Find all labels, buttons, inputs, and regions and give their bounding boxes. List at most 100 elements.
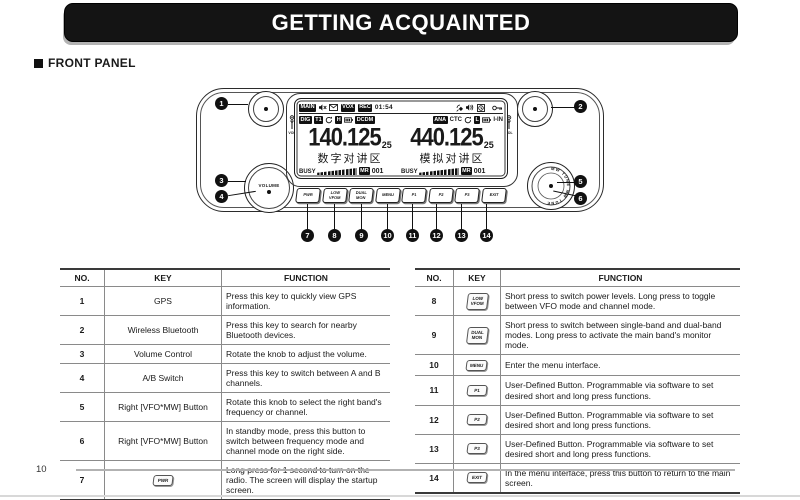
page-number: 10	[36, 464, 47, 475]
callout-line	[436, 204, 438, 230]
table-row: 1 GPS Press this key to quickly view GPS…	[60, 286, 390, 317]
callout-line	[228, 104, 248, 106]
callout-5: 5	[574, 175, 587, 188]
table-row: 7 PWR Long press for 1 second to turn on…	[60, 460, 390, 500]
bluetooth-button	[517, 91, 553, 127]
left-band-indicators: DIG T1 H DCDM	[299, 116, 375, 125]
right-key-table: NO. KEY FUNCTION 8 LOW VFOM Short press …	[415, 268, 740, 494]
table-row: 4 A/B Switch Press this key to switch be…	[60, 363, 390, 394]
right-band-indicators: ANA CTC L I-IN	[432, 116, 503, 125]
high-power-indicator: H	[335, 116, 343, 125]
page-bottom-rule	[0, 495, 800, 497]
table-row: 9 DUAL MON Short press to switch between…	[415, 315, 740, 356]
cell-no: 3	[60, 344, 105, 365]
section-title: FRONT PANEL	[48, 56, 136, 70]
cell-function: Enter the menu interface.	[500, 354, 740, 377]
speaker-icon	[466, 104, 474, 111]
cell-function: User-Defined Button. Programmable via so…	[500, 375, 740, 406]
mail-icon	[329, 104, 339, 112]
cell-no: 7	[79, 475, 85, 486]
callout-line	[387, 204, 389, 230]
iin-indicator: I-IN	[493, 117, 503, 124]
callout-1: 1	[215, 97, 228, 110]
cell-no: 2	[60, 315, 105, 346]
lcd-frequency-row: 140.125 25 440.125 25	[299, 125, 503, 150]
timeslot-indicator: T1	[313, 116, 324, 125]
left-zone-name: 数字对讲区	[317, 151, 383, 165]
cell-function: Press this key to switch between A and B…	[221, 363, 390, 394]
cell-no: 1	[60, 286, 105, 317]
callout-10: 10	[381, 229, 394, 242]
table-header-row: NO. KEY FUNCTION	[415, 269, 740, 288]
ctc-indicator: CTC	[449, 117, 462, 124]
callout-6: 6	[574, 192, 587, 205]
section-header: FRONT PANEL	[34, 56, 136, 70]
header-no: NO.	[415, 269, 454, 288]
callout-line	[307, 204, 309, 230]
cell-no: 4	[60, 363, 105, 394]
p1-key: P1	[401, 188, 428, 203]
cell-key: P3	[453, 434, 501, 464]
cell-key: P1	[453, 375, 501, 406]
callout-line	[486, 204, 488, 230]
cell-no: 13	[415, 434, 454, 464]
menu-key: MENU	[374, 188, 401, 203]
cell-no: 10	[415, 354, 454, 377]
main-indicator: MAIN	[299, 103, 317, 112]
lcd-busy-row: BUSY MR 001 BUSY MR 001	[299, 165, 503, 175]
cell-function: Short press to switch between single-ban…	[500, 315, 740, 356]
vox-indicator: VOX	[340, 103, 356, 112]
p2-key: P2	[427, 188, 454, 203]
cell-no: 9	[415, 315, 454, 356]
table-row: 5 Right [VFO*MW] Button Rotate this knob…	[60, 392, 390, 423]
cell-function: Press this key to quickly view GPS infor…	[221, 286, 390, 317]
lcd-bezel	[286, 93, 518, 187]
table-row: 6 Right [VFO*MW] Button In standby mode,…	[60, 421, 390, 462]
left-band-step: 25	[381, 139, 392, 150]
cell-key: A/B Switch	[104, 363, 222, 394]
cell-no: 14	[429, 472, 439, 483]
cell-no: 11	[415, 375, 454, 406]
antenna-icon	[289, 115, 295, 129]
cell-no: 12	[415, 405, 454, 435]
left-signal-meter	[317, 168, 358, 175]
cell-no: 6	[60, 421, 105, 462]
table-row: 8 LOW VFOM Short press to switch power l…	[415, 286, 740, 317]
cell-function: Short press to switch power levels. Long…	[500, 286, 740, 317]
cell-function: In standby mode, press this button to sw…	[221, 421, 390, 462]
exit-key: EXIT	[481, 188, 507, 203]
callout-4: 4	[215, 190, 228, 203]
cell-function: User-Defined Button. Programmable via so…	[500, 405, 740, 435]
cell-key: GPS	[104, 286, 222, 317]
page-title: GETTING ACQUAINTED	[271, 9, 531, 35]
table-header-row: NO. KEY FUNCTION	[60, 269, 390, 288]
rec-indicator: REC	[357, 103, 373, 112]
lcd-screen: MAIN VOX REC 01:54	[294, 98, 508, 179]
pwr-key: PWR	[295, 188, 321, 203]
radio-body-outline	[200, 92, 600, 208]
callout-line	[551, 107, 575, 109]
right-band-step: 25	[483, 139, 494, 150]
callout-13: 13	[455, 229, 468, 242]
cell-key: EXIT	[453, 463, 501, 493]
table-row: 11 P1 User-Defined Button. Programmable …	[415, 375, 740, 406]
gps-button-dot	[264, 107, 268, 111]
bluetooth-button-dot	[533, 107, 537, 111]
vol-marker-label: VOL	[505, 131, 513, 135]
header-function: FUNCTION	[221, 269, 390, 288]
header-function: FUNCTION	[500, 269, 740, 288]
gps-button	[248, 91, 284, 127]
callout-9: 9	[355, 229, 368, 242]
right-signal-meter	[419, 168, 460, 175]
right-zone-name: 模拟对讲区	[419, 151, 485, 165]
battery-icon	[482, 117, 492, 123]
right-channel-number: 001	[473, 168, 486, 175]
callout-line	[334, 204, 336, 230]
p3-key-icon: P3	[466, 443, 488, 455]
cell-no: 5	[60, 392, 105, 423]
tune-knob: MW TUNE MW TUNE	[527, 162, 575, 210]
callout-line	[361, 204, 363, 230]
cell-function: Press this key to search for nearby Blue…	[221, 315, 390, 346]
